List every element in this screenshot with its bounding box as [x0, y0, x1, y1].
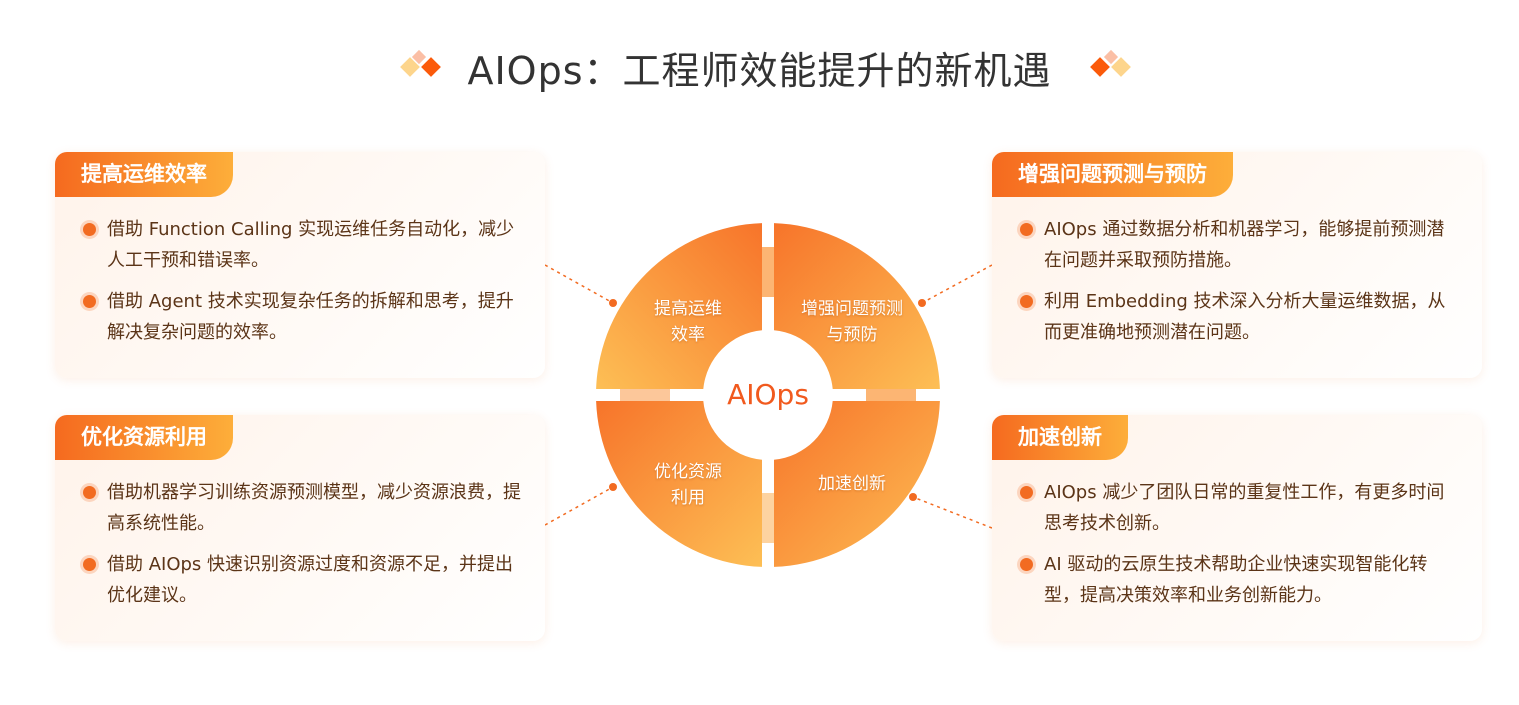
card-title: 加速创新: [992, 415, 1128, 460]
list-item: AIOps 通过数据分析和机器学习，能够提前预测潜在问题并采取预防措施。: [1020, 214, 1462, 276]
quadrant-label-line: 利用: [671, 488, 705, 508]
item-text: AI 驱动的云原生技术帮助企业快速实现智能化转型，提高决策效率和业务创新能力。: [1044, 554, 1428, 606]
card-prediction: 增强问题预测与预防 AIOps 通过数据分析和机器学习，能够提前预测潜在问题并采…: [992, 152, 1482, 378]
connector-dot: [909, 493, 917, 501]
quadrant-label-resources: 优化资源利用: [623, 459, 753, 511]
center-label: AIOps: [727, 378, 809, 411]
connector-line: [912, 496, 993, 529]
item-text: 借助 Function Calling 实现运维任务自动化，减少人工干预和错误率…: [107, 219, 515, 271]
item-text: 借助 AIOps 快速识别资源过度和资源不足，并提出优化建议。: [107, 554, 514, 606]
bullet-icon: [83, 486, 96, 499]
item-text: 借助机器学习训练资源预测模型，减少资源浪费，提高系统性能。: [107, 482, 521, 534]
bullet-icon: [83, 295, 96, 308]
list-item: 借助 AIOps 快速识别资源过度和资源不足，并提出优化建议。: [83, 549, 525, 611]
page-title: AIOps：工程师效能提升的新机遇: [467, 49, 1052, 93]
quadrant-top-right: [774, 223, 940, 389]
card-resources: 优化资源利用 借助机器学习训练资源预测模型，减少资源浪费，提高系统性能。 借助 …: [55, 415, 545, 641]
item-text: AIOps 通过数据分析和机器学习，能够提前预测潜在问题并采取预防措施。: [1044, 219, 1445, 271]
connector-lines: [544, 264, 993, 529]
ring-bridge: [762, 247, 774, 297]
quadrant-label-line: 优化资源: [654, 462, 722, 482]
card-efficiency: 提高运维效率 借助 Function Calling 实现运维任务自动化，减少人…: [55, 152, 545, 378]
quadrant-label-line: 加速创新: [818, 474, 886, 494]
connector-dot: [609, 483, 617, 491]
item-text: 利用 Embedding 技术深入分析大量运维数据，从而更准确地预测潜在问题。: [1044, 291, 1446, 343]
list-item: AI 驱动的云原生技术帮助企业快速实现智能化转型，提高决策效率和业务创新能力。: [1020, 549, 1462, 611]
quadrant-label-innovation: 加速创新: [787, 471, 917, 497]
quadrant-label-line: 提高运维: [654, 299, 722, 319]
bullet-icon: [1020, 558, 1033, 571]
card-title: 优化资源利用: [55, 415, 233, 460]
quadrant-bottom-left: [596, 401, 762, 567]
bullet-icon: [1020, 486, 1033, 499]
quadrant-label-line: 与预防: [826, 325, 878, 345]
quadrant-label-efficiency: 提高运维效率: [623, 296, 753, 348]
list-item: 借助 Agent 技术实现复杂任务的拆解和思考，提升解决复杂问题的效率。: [83, 286, 525, 348]
connector-line: [544, 486, 614, 526]
bullet-icon: [1020, 295, 1033, 308]
quadrant-top-left: [596, 223, 762, 389]
item-text: 借助 Agent 技术实现复杂任务的拆解和思考，提升解决复杂问题的效率。: [107, 291, 514, 343]
list-item: 利用 Embedding 技术深入分析大量运维数据，从而更准确地预测潜在问题。: [1020, 286, 1462, 348]
ring-bridge: [762, 493, 774, 543]
connector-line: [921, 264, 993, 304]
bullet-icon: [1020, 223, 1033, 236]
list-item: AIOps 减少了团队日常的重复性工作，有更多时间思考技术创新。: [1020, 477, 1462, 539]
connector-dot: [609, 299, 617, 307]
ring-bridge: [866, 389, 916, 401]
card-title: 增强问题预测与预防: [992, 152, 1233, 197]
quadrant-bottom-right: [774, 401, 940, 567]
list-item: 借助机器学习训练资源预测模型，减少资源浪费，提高系统性能。: [83, 477, 525, 539]
list-item: 借助 Function Calling 实现运维任务自动化，减少人工干预和错误率…: [83, 214, 525, 276]
quadrant-label-prediction: 增强问题预测与预防: [787, 296, 917, 348]
ring-bridge: [620, 389, 670, 401]
card-innovation: 加速创新 AIOps 减少了团队日常的重复性工作，有更多时间思考技术创新。 AI…: [992, 415, 1482, 641]
item-text: AIOps 减少了团队日常的重复性工作，有更多时间思考技术创新。: [1044, 482, 1445, 534]
connector-dot: [918, 299, 926, 307]
card-title: 提高运维效率: [55, 152, 233, 197]
quadrant-label-line: 增强问题预测: [801, 299, 903, 319]
bullet-icon: [83, 558, 96, 571]
bullet-icon: [83, 223, 96, 236]
connector-line: [544, 264, 614, 304]
quadrant-label-line: 效率: [671, 325, 705, 345]
